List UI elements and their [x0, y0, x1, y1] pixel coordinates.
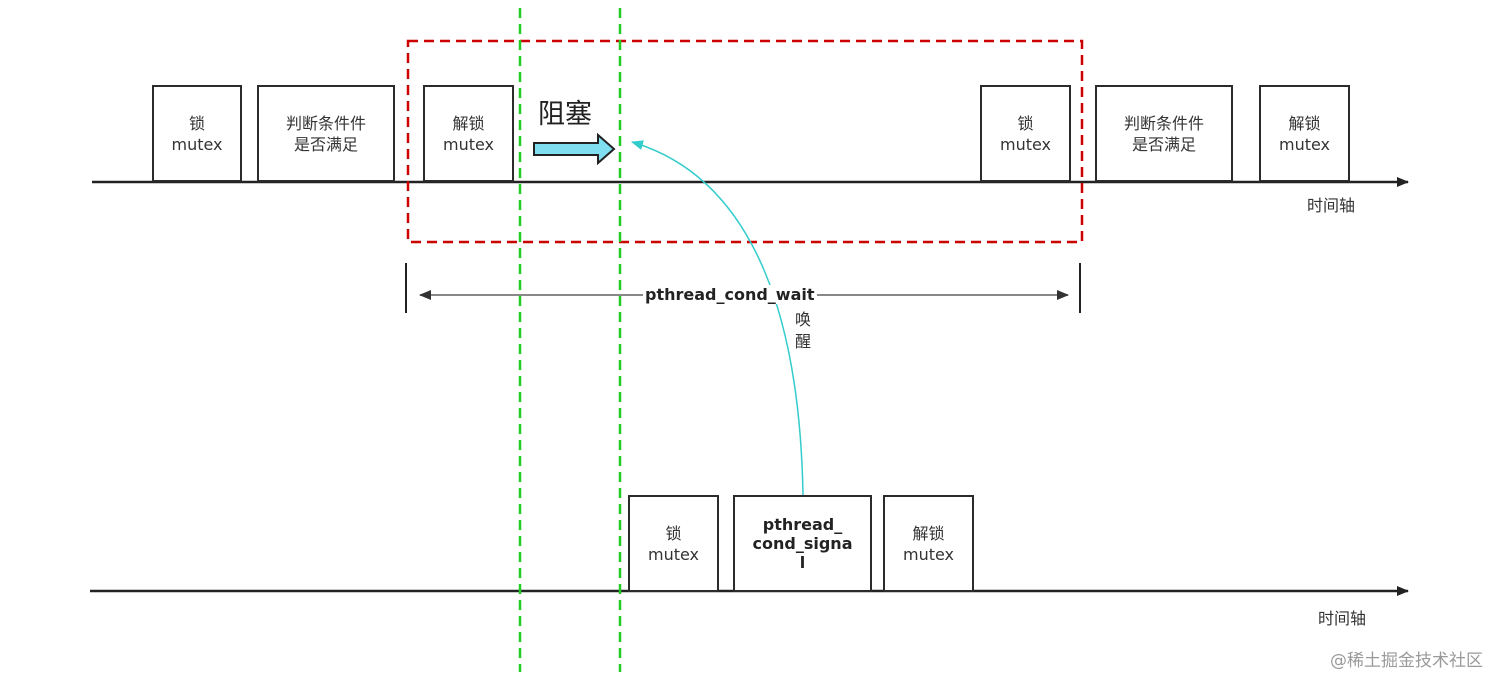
- t2-lock-line1: 锁: [665, 523, 682, 543]
- t2-signal-line3: l: [799, 553, 806, 572]
- blocked-region: [406, 39, 1084, 244]
- t1-recheck-block: 判断条件件 是否满足: [1095, 85, 1233, 182]
- t1-final-unlock-line1: 解锁: [1288, 113, 1321, 133]
- t2-signal-line1: pthread_: [762, 515, 843, 534]
- t2-axis-label: 时间轴: [1318, 609, 1367, 628]
- t2-unlock-block: 解锁 mutex: [883, 495, 974, 592]
- wait-function-label: pthread_cond_wait: [643, 285, 817, 304]
- t1-unlock-line1: 解锁: [452, 113, 485, 133]
- t2-lock-block: 锁 mutex: [628, 495, 719, 592]
- t1-recheck-line2: 是否满足: [1131, 134, 1196, 154]
- t1-final-unlock-line2: mutex: [1278, 134, 1331, 154]
- wake-curve: [631, 140, 804, 496]
- t1-check-line1: 判断条件件: [285, 113, 366, 133]
- wake-label-line2: 醒: [794, 332, 811, 351]
- t2-signal-line2: cond_signa: [752, 534, 853, 553]
- blocked-label: 阻塞: [538, 99, 592, 130]
- watermark: @稀土掘金技术社区: [1330, 651, 1483, 671]
- t1-lock-line2: mutex: [171, 134, 223, 154]
- t1-axis-label: 时间轴: [1307, 196, 1356, 215]
- t1-relock-line1: 锁: [1017, 113, 1034, 133]
- wake-label: 唤 醒: [793, 309, 813, 353]
- t1-unlock-line2: mutex: [442, 134, 495, 154]
- t1-final-unlock-block: 解锁 mutex: [1259, 85, 1350, 182]
- t1-relock-line2: mutex: [999, 134, 1052, 154]
- t1-lock-block: 锁 mutex: [152, 85, 242, 182]
- t1-recheck-line1: 判断条件件: [1123, 113, 1204, 133]
- t2-unlock-line2: mutex: [902, 544, 955, 564]
- wake-label-line1: 唤: [794, 310, 811, 329]
- t1-check-block: 判断条件件 是否满足: [257, 85, 395, 182]
- t1-check-line2: 是否满足: [293, 134, 358, 154]
- t1-unlock-block: 解锁 mutex: [423, 85, 514, 182]
- t2-unlock-line1: 解锁: [912, 523, 945, 543]
- t1-lock-line1: 锁: [188, 113, 205, 133]
- t1-relock-block: 锁 mutex: [980, 85, 1071, 182]
- t2-signal-block: pthread_ cond_signa l: [733, 495, 872, 592]
- blocked-arrow: [533, 132, 616, 166]
- t2-lock-line2: mutex: [647, 544, 700, 564]
